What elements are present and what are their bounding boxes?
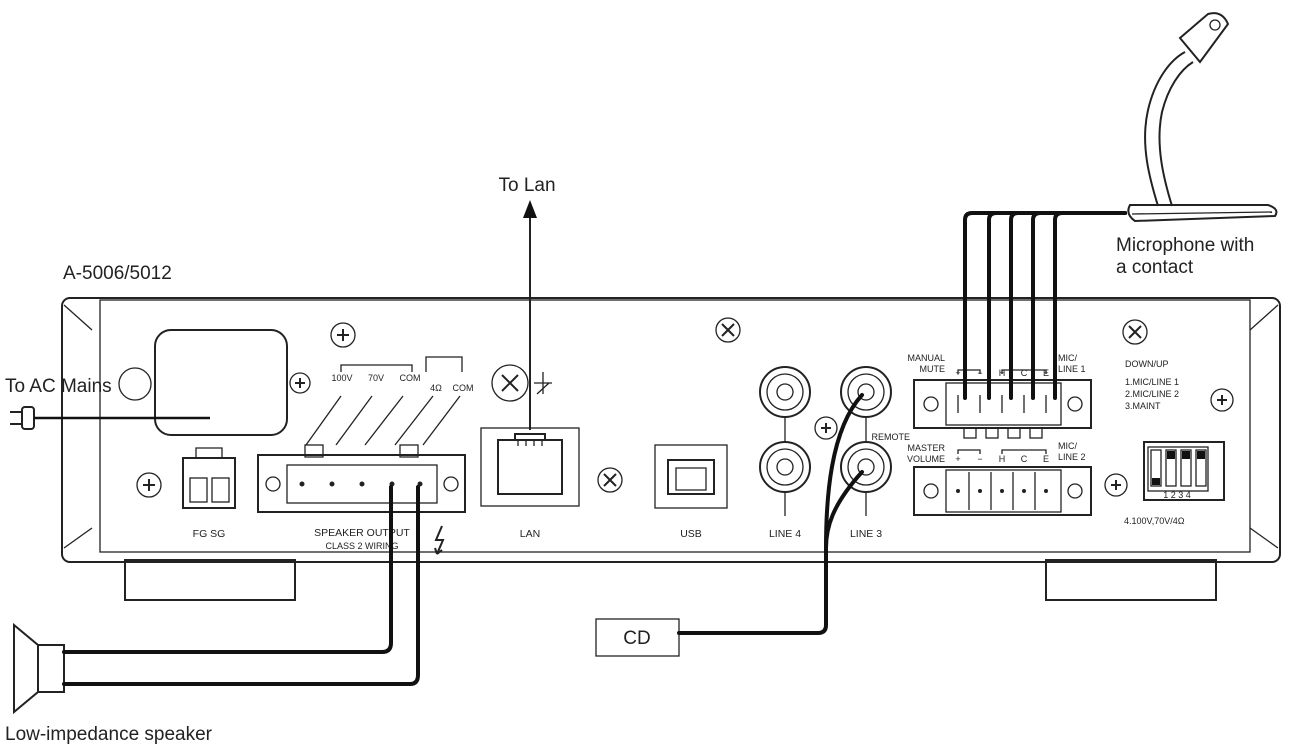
speaker-output-label: SPEAKER OUTPUT (314, 527, 410, 539)
left-foot (124, 559, 296, 601)
tap-4ohm-label: 4Ω (430, 383, 442, 393)
screw-icon (136, 472, 162, 498)
chassis-corner-brackets (63, 304, 1279, 549)
cd-box (595, 618, 680, 657)
mic-line2-label-b: LINE 2 (1058, 452, 1086, 462)
speaker-output-terminal (257, 356, 466, 513)
dip-option-4: 4.100V,70V/4Ω (1124, 516, 1185, 526)
mic-line1-terminal (913, 369, 1092, 439)
mic-cable-5 (1053, 211, 1127, 400)
lan-arrow-head (523, 200, 537, 218)
minus-label: − (977, 368, 982, 378)
c2-label: C (1021, 454, 1028, 464)
rca-jack-line3-top (840, 366, 892, 418)
cd-cable-line3-top (824, 393, 864, 550)
rca-jack-line4-top (759, 366, 811, 418)
model-label: A-5006/5012 (63, 263, 172, 284)
volume-label: VOLUME (907, 454, 945, 464)
microphone-icon (1127, 12, 1278, 223)
h2-label: H (999, 454, 1006, 464)
mic-line1-label-b: LINE 1 (1058, 364, 1086, 374)
microphone-label-1: Microphone with (1116, 235, 1254, 256)
ac-plug-icon (10, 406, 35, 430)
screw-icon (1104, 473, 1128, 497)
fg-sg-terminal (182, 447, 236, 509)
h-label: H (999, 368, 1006, 378)
cd-label: CD (623, 628, 650, 649)
class2-wiring-label: CLASS 2 WIRING (325, 541, 398, 551)
tap-com2-label: COM (453, 383, 474, 393)
dip-numbers: 1 2 3 4 (1163, 490, 1191, 500)
ground-screw (491, 364, 552, 402)
remote-label: REMOTE (871, 432, 910, 442)
lan-port (480, 427, 580, 507)
dip-option-3: 3.MAINT (1125, 401, 1161, 411)
tap-com-label: COM (400, 373, 421, 383)
fg-sg-label: FG SG (193, 528, 226, 540)
screw-icon (814, 416, 838, 440)
amplifier-chassis (61, 297, 1281, 563)
tap-100v-label: 100V (331, 373, 352, 383)
plus-label: + (955, 368, 960, 378)
speaker-cable-1 (62, 485, 393, 654)
mic-cable-1 (963, 211, 1127, 400)
mic-line2-terminal (913, 449, 1092, 516)
master-label: MASTER (907, 443, 945, 453)
screw-icon (597, 467, 623, 493)
plus2-label: + (955, 454, 960, 464)
speaker-icon (13, 622, 65, 715)
screw-icon (330, 322, 356, 348)
mic-cable-3 (1009, 211, 1127, 400)
screw-icon (1210, 388, 1234, 412)
tap-70v-label: 70V (368, 373, 384, 383)
rca-jack-line4-bottom (759, 441, 811, 493)
line3-label: LINE 3 (850, 528, 882, 540)
c-label: C (1021, 368, 1028, 378)
lan-label: LAN (520, 528, 540, 540)
right-foot (1045, 559, 1217, 601)
mic-cable-2 (987, 211, 1127, 400)
mute-label: MUTE (920, 364, 946, 374)
ac-clamp (118, 367, 152, 401)
speaker-label: Low-impedance speaker (5, 724, 213, 745)
speaker-cable-2 (62, 485, 420, 686)
e-label: E (1043, 368, 1049, 378)
manual-label: MANUAL (907, 353, 945, 363)
usb-label: USB (680, 528, 702, 540)
down-up-label: DOWN/UP (1125, 359, 1169, 369)
e2-label: E (1043, 454, 1049, 464)
screw-icon (289, 372, 311, 394)
dip-option-2: 2.MIC/LINE 2 (1125, 389, 1179, 399)
mic-line2-label-a: MIC/ (1058, 441, 1077, 451)
line4-label: LINE 4 (769, 528, 801, 540)
microphone-label-2: a contact (1116, 257, 1194, 278)
minus2-label: − (977, 454, 982, 464)
mic-line1-label-a: MIC/ (1058, 353, 1077, 363)
screw-icon (1122, 319, 1148, 345)
to-lan-label: To Lan (498, 175, 555, 196)
chassis-inner-frame (99, 299, 1251, 553)
usb-port (654, 444, 728, 509)
ground-icon (534, 372, 552, 395)
rca-brackets (784, 417, 867, 516)
to-ac-mains-label: To AC Mains (5, 376, 112, 397)
rca-jack-line3-bottom (840, 441, 892, 493)
ac-inlet (154, 329, 288, 436)
screw-icon (715, 317, 741, 343)
dip-option-1: 1.MIC/LINE 1 (1125, 377, 1179, 387)
mic-cable-4 (1031, 211, 1127, 400)
high-voltage-icon (434, 525, 445, 555)
dip-switch[interactable] (1143, 441, 1225, 501)
